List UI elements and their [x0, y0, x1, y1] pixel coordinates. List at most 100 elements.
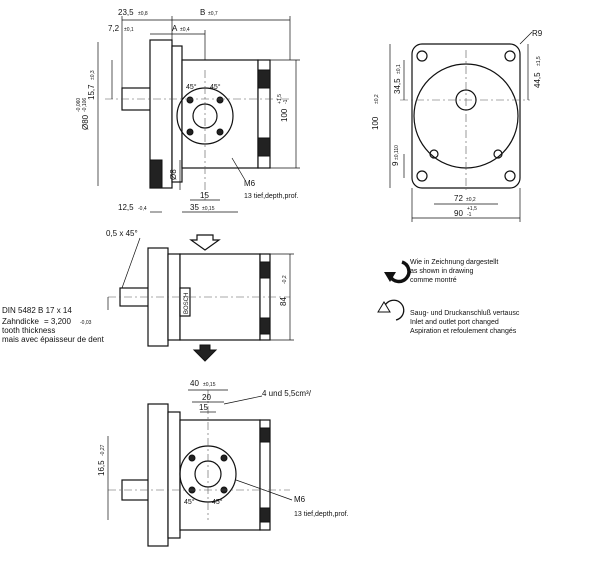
tol-35: ±0,15	[202, 206, 215, 212]
tol-d80-upper: -0,060	[76, 98, 82, 112]
tol-b: ±0,7	[208, 11, 218, 17]
dim-16-5: 16,5	[97, 460, 106, 476]
flange-end-view: R9 100 ±0,2 34,5 ±0,1 44,5 ±1,5 9 ±0,110…	[371, 29, 543, 222]
dim-40: 40	[190, 379, 199, 388]
tol-12-5: -0,4	[138, 206, 147, 212]
spline-teeth-val: = 3,200	[44, 317, 71, 326]
bottom-port-hole	[188, 454, 196, 462]
top-port-hole	[186, 96, 194, 104]
thread-label: M6	[294, 495, 306, 504]
spline-teeth-en: tooth thickness	[2, 326, 55, 335]
dim-84: 84	[279, 297, 288, 306]
chamfer-label: 0,5 x 45°	[106, 229, 138, 238]
dim-23-5: 23,5	[118, 8, 134, 17]
thread-note: 13 tief,depth,prof.	[244, 193, 299, 200]
flange-hole	[416, 50, 428, 62]
top-side-view: 23,5 ±0,8 B ±0,7 7,2 ±0,1 A ±0,4 15,7 ±0…	[76, 8, 300, 213]
tol-44-5: ±1,5	[536, 56, 542, 66]
dim-15: 15	[200, 191, 209, 200]
bottom-bolt-head	[259, 427, 271, 443]
brand-plate	[179, 287, 191, 317]
dim-15-7: 15,7	[87, 84, 96, 100]
tol-34-5: ±0,1	[396, 64, 402, 74]
tol-23-5: ±0,8	[138, 11, 148, 17]
top-port-hole	[216, 128, 224, 136]
top-port-boss	[149, 159, 163, 189]
mid-bolt-head	[259, 317, 271, 335]
shown-de: Wie in Zeichnung dargestellt	[410, 259, 498, 266]
tol-100: ±0,2	[374, 94, 380, 104]
dim-d8: Ø8	[169, 169, 178, 180]
dim-9: 9	[391, 161, 400, 166]
shown-en: as shown in drawing	[410, 268, 474, 275]
bottom-flange-step	[167, 411, 181, 539]
dim-90: 90	[454, 209, 463, 218]
thread-label: M6	[244, 179, 256, 188]
tol-15-7: ±0,3	[90, 70, 96, 80]
shown-fr: comme montré	[410, 277, 457, 284]
changed-en: Inlet and outlet port changed	[410, 319, 499, 326]
dim-72: 72	[454, 194, 463, 203]
changed-fr: Aspiration et refoulement changés	[410, 328, 517, 335]
dim-100: 100	[371, 116, 380, 130]
angle-right: 45°	[210, 83, 221, 91]
bottom-bolt-head	[259, 507, 271, 523]
bottom-port-hole	[220, 454, 228, 462]
flange-small-hole	[493, 149, 503, 159]
dim-35: 35	[190, 203, 199, 212]
dim-b: B	[200, 8, 205, 17]
flange-hole	[416, 170, 428, 182]
tol-16-5: -0,27	[100, 444, 106, 456]
dim-7-2: 7,2	[108, 24, 120, 33]
bottom-flange	[147, 403, 169, 547]
tol-7-2: ±0,1	[124, 27, 134, 33]
top-port-hole	[186, 128, 194, 136]
spline-teeth-tol: -0,03	[80, 320, 92, 326]
angle-right: 45°	[212, 498, 223, 506]
tol-100-lower: -1	[283, 99, 289, 104]
rotation-legend: Wie in Zeichnung dargestellt as shown in…	[377, 259, 520, 335]
thread-note: 13 tief,depth,prof.	[294, 511, 349, 518]
bottom-side-view: 40 ±0,15 20 15 4 und 5,5cm³/ 16,5 -0,27 …	[97, 379, 349, 547]
bottom-pump-body	[179, 419, 261, 531]
mid-bolt-head	[259, 261, 271, 279]
dim-15: 15	[199, 403, 208, 412]
rotation-solid-icon	[388, 260, 411, 284]
middle-side-view: BOSCH 84 -0,2 0,5 x 45° DIN 5482 B 17 x …	[2, 229, 294, 362]
spline-teeth-de: Zahndicke	[2, 317, 39, 326]
tol-d80-lower: -0,106	[82, 98, 88, 112]
tol-100-upper: +1,5	[277, 94, 283, 104]
torque-note: 4 und 5,5cm³/	[262, 389, 312, 398]
tol-72: ±0,2	[466, 197, 476, 203]
rotation-outline-icon	[383, 299, 405, 321]
top-bolt-head-upper	[257, 69, 271, 89]
tol-90-lower: -1	[467, 212, 472, 218]
angle-left: 45°	[186, 83, 197, 91]
arrow-down-filled-icon	[192, 344, 218, 362]
flange-hole	[504, 50, 516, 62]
dim-44-5: 44,5	[533, 72, 542, 88]
tol-40: ±0,15	[203, 382, 216, 388]
tol-a: ±0,4	[180, 27, 190, 33]
angle-left: 45°	[184, 498, 195, 506]
radius-label: R9	[532, 29, 543, 38]
top-port-hole	[216, 96, 224, 104]
dim-d80: Ø80	[81, 114, 90, 130]
brand-label: BOSCH	[184, 293, 190, 314]
flange-small-hole	[429, 149, 439, 159]
changed-de: Saug- und Druckanschluß vertausc	[410, 310, 520, 317]
dim-12-5: 12,5	[118, 203, 134, 212]
dim-a: A	[172, 24, 178, 33]
dim-34-5: 34,5	[393, 78, 402, 94]
spline-norm: DIN 5482 B 17 x 14	[2, 306, 72, 315]
tol-9: ±0,110	[394, 145, 400, 160]
dim-100: 100	[280, 108, 289, 122]
flange-hole	[504, 170, 516, 182]
bottom-end-cap	[259, 419, 271, 531]
dim-20: 20	[202, 393, 211, 402]
spline-teeth-fr: mais avec épaisseur de dent	[2, 335, 105, 344]
top-bolt-head-lower	[257, 137, 271, 157]
arrow-down-outline-icon	[189, 234, 221, 251]
tol-84: -0,2	[282, 275, 288, 284]
